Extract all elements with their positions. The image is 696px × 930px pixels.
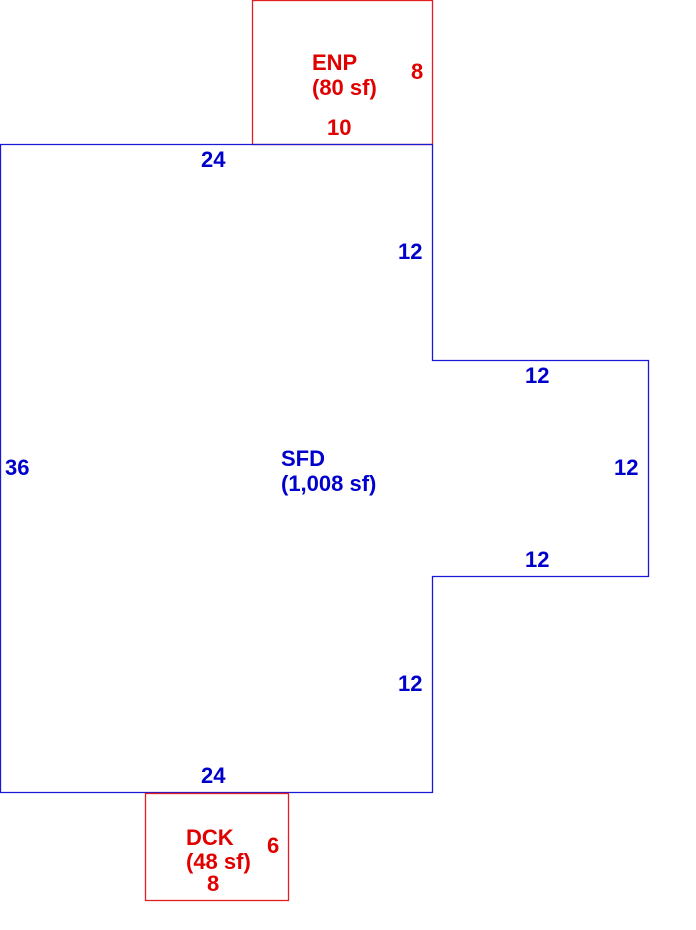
- sfd-dim-bump-bottom: 12: [525, 547, 549, 572]
- sfd-dim-left: 36: [5, 455, 29, 480]
- enp-dim-side: 8: [411, 59, 423, 84]
- dck-dim-side: 6: [267, 833, 279, 858]
- sfd-dim-bottom: 24: [201, 763, 226, 788]
- dck-area-label: (48 sf): [186, 849, 251, 874]
- sfd-dim-upper-right: 12: [398, 239, 422, 264]
- dck-dim-bottom: 8: [207, 871, 219, 896]
- dck-outline: [144, 792, 290, 902]
- sfd-dim-bump-right: 12: [614, 455, 638, 480]
- sfd-code-label: SFD: [281, 446, 325, 471]
- sfd-dim-top: 24: [201, 147, 226, 172]
- enp-code-label: ENP: [312, 50, 357, 75]
- dck-code-label: DCK: [186, 825, 234, 850]
- enp-area-label: (80 sf): [312, 75, 377, 100]
- sfd-dim-lower-right: 12: [398, 671, 422, 696]
- sfd-area-label: (1,008 sf): [281, 471, 376, 496]
- sfd-outline: [0, 143, 650, 794]
- enp-dim-bottom: 10: [327, 115, 351, 140]
- sfd-dim-bump-top: 12: [525, 363, 549, 388]
